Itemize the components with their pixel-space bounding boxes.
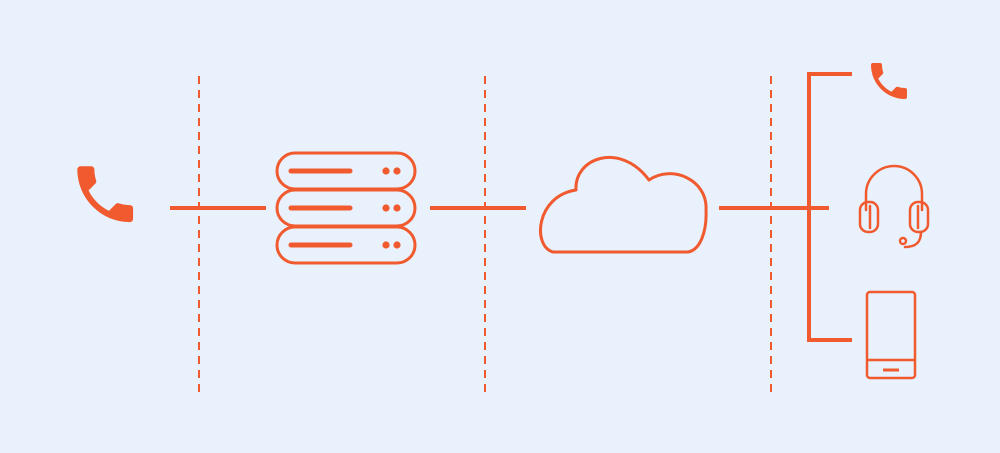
phone-handset-icon — [871, 63, 907, 99]
phone-handset-icon — [77, 166, 134, 223]
cloud-icon — [539, 155, 708, 254]
server-unit-bottom — [275, 225, 417, 265]
connectors — [170, 72, 852, 342]
separators — [198, 76, 772, 392]
mobile-phone-icon — [865, 290, 917, 380]
server-stack-icon — [275, 151, 417, 265]
endpoint-bracket — [807, 72, 852, 342]
headset-icon — [858, 164, 930, 249]
